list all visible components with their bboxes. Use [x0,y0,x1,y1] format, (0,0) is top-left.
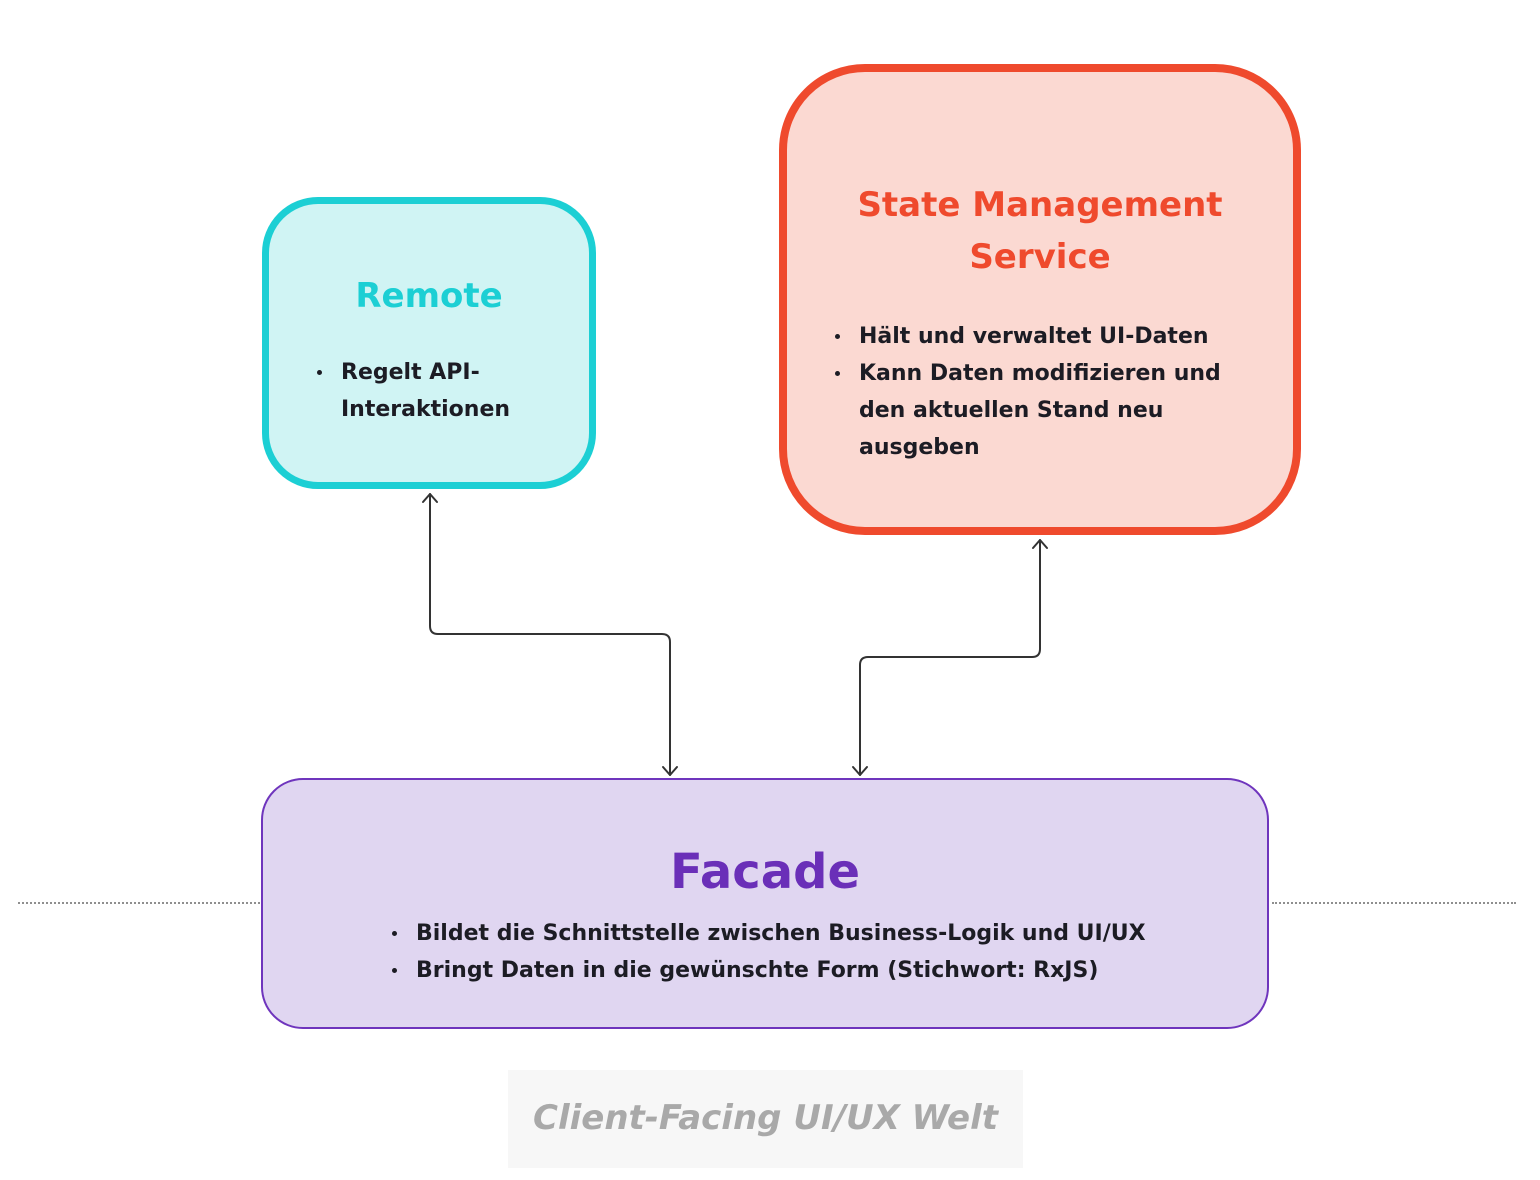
state-management-bullet-list: Hält und verwaltet UI-Daten Kann Daten m… [831,318,1271,466]
state-management-title-line2: Service [969,237,1111,277]
arrowhead-state [1032,539,1048,549]
remote-title: Remote [355,276,503,316]
state-management-title-line1: State Management [857,185,1223,225]
state-management-bullet: Hält und verwaltet UI-Daten [831,318,1271,355]
arrowhead-facade-left [662,766,678,776]
state-management-bullet: Kann Daten modifizieren und den aktuelle… [831,355,1271,466]
remote-bullet-list: Regelt API-Interaktionen [313,354,583,428]
state-management-title: State Management Service [787,179,1293,283]
caption-box: Client-Facing UI/UX Welt [508,1070,1023,1168]
arrowhead-remote [422,493,438,503]
facade-box[interactable]: Facade Bildet die Schnittstelle zwischen… [261,778,1269,1029]
separator-line-right [1272,902,1516,904]
connector-state-facade [859,539,1041,776]
state-management-box[interactable]: State Management Service Hält und verwal… [779,64,1301,535]
connector-remote-facade [429,493,671,776]
facade-bullet: Bildet die Schnittstelle zwischen Busine… [388,915,1208,952]
remote-box[interactable]: Remote Regelt API-Interaktionen [262,197,596,489]
facade-title: Facade [669,844,861,900]
facade-bullet-list: Bildet die Schnittstelle zwischen Busine… [388,915,1208,989]
facade-bullet: Bringt Daten in die gewünschte Form (Sti… [388,952,1208,989]
arrowhead-facade-right [852,766,868,776]
separator-line-left [18,902,260,904]
remote-bullet: Regelt API-Interaktionen [313,354,583,428]
caption-text: Client-Facing UI/UX Welt [533,1098,998,1138]
